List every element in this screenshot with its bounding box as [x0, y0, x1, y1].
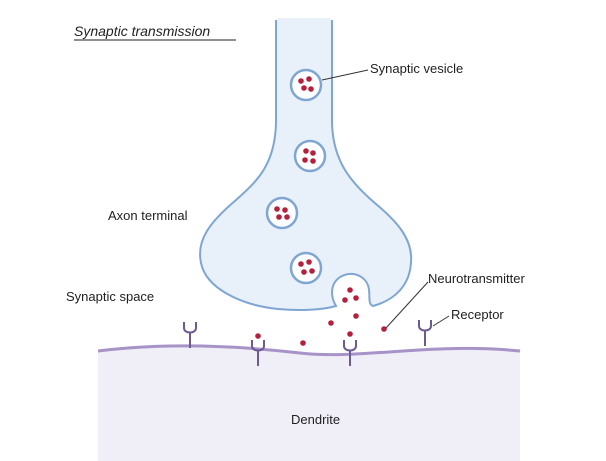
neurotransmitter-cluster — [255, 287, 387, 346]
dendrite-label: Dendrite — [291, 412, 340, 427]
axon-top-cover — [277, 18, 331, 22]
neurotransmitter-label: Neurotransmitter — [428, 271, 525, 286]
receptor-label: Receptor — [451, 307, 504, 322]
synaptic-vesicle-label: Synaptic vesicle — [370, 61, 463, 76]
vesicle — [289, 251, 323, 285]
vesicle-leader-line — [321, 69, 369, 81]
receptor — [183, 322, 197, 348]
dendrite-body — [98, 345, 520, 461]
receptor-leader-line — [432, 315, 450, 327]
receptor — [418, 320, 432, 346]
vesicle — [293, 139, 327, 173]
neurotransmitter-leader-line — [385, 281, 429, 329]
synaptic-space-label: Synaptic space — [66, 289, 154, 304]
axon-terminal-label: Axon terminal — [108, 208, 188, 223]
diagram-title: Synaptic transmission — [74, 23, 210, 39]
receptor — [251, 340, 265, 366]
vesicle — [289, 68, 323, 102]
vesicle — [265, 196, 299, 230]
dendrite-membrane — [97, 344, 521, 357]
receptor — [343, 340, 357, 366]
